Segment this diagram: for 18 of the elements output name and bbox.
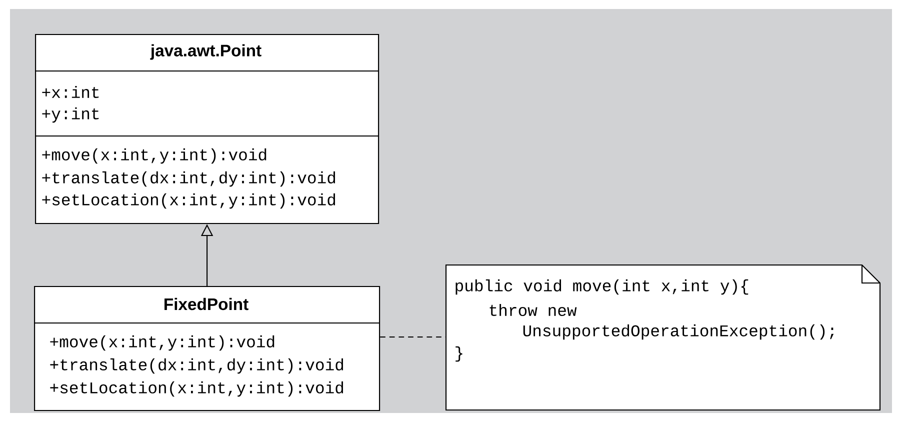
class-name: FixedPoint (164, 298, 248, 310)
code-line: UnsupportedOperationException(); (523, 324, 834, 340)
code-line: throw new (490, 304, 577, 316)
class-name: java.awt.Point (150, 44, 262, 60)
member-text: +y:int (42, 107, 99, 123)
class-box (34, 286, 380, 412)
member-text: +setLocation(x:int,y:int):void (50, 381, 344, 397)
note-box (445, 264, 881, 411)
code-line: public void move(int x,int y){ (456, 279, 748, 295)
member-text: +setLocation(x:int,y:int):void (42, 193, 336, 209)
note-link (380, 336, 446, 338)
member-text: +move(x:int,y:int):void (50, 335, 274, 351)
code-line: } (456, 346, 462, 362)
member-text: +translate(dx:int,dy:int):void (42, 171, 336, 187)
class-box (35, 34, 380, 224)
member-text: +x:int (42, 86, 99, 98)
member-text: +move(x:int,y:int):void (42, 148, 266, 164)
member-text: +translate(dx:int,dy:int):void (50, 358, 344, 374)
